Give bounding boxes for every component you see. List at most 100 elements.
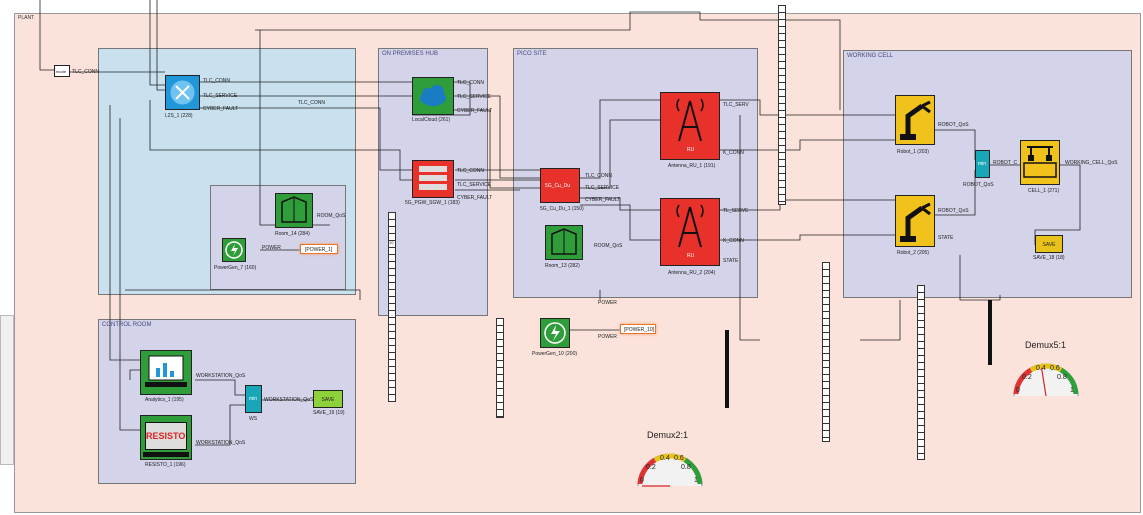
control-room-label: CONTROL ROOM (102, 322, 152, 328)
robot2-port-robot-qos: ROBOT_QoS (938, 208, 969, 214)
bus-column-5[interactable] (917, 285, 925, 460)
gauge-2-tick-5: 1 (1070, 387, 1074, 394)
gauge-1-tick-2: 0.2 (646, 464, 656, 471)
antenna1-block[interactable]: RU (660, 92, 720, 160)
power-icon (225, 241, 243, 259)
bus-column-3[interactable] (778, 5, 786, 205)
ws-port-workstation-qos: WORKSTATION_QoS (264, 397, 314, 403)
gauge-2-tick-0: 0.4 (1036, 365, 1046, 372)
localcloud-port-tlc-service: TLC_SERVICE (457, 94, 492, 100)
robot1-title: Robot_1 (203) (897, 149, 929, 155)
room-icon (551, 228, 577, 255)
power-tag-1[interactable]: [POWER_1] (300, 244, 338, 254)
analytics-block[interactable] (140, 350, 192, 395)
gauge-2-tick-4: 0 (1016, 387, 1020, 394)
gauge-1-tick-1: 0.6 (674, 455, 684, 462)
l2s-out-tlc-conn: TLC_CONN (298, 100, 325, 106)
room14-block[interactable] (275, 193, 313, 228)
localcloud-port-cyber-fault: CYBER_FAULT (457, 108, 493, 114)
l2s-router-block[interactable] (165, 75, 200, 110)
antenna1-title: Antenna_RU_1 (191) (668, 163, 716, 169)
localcloud-port-tlc-conn: TLC_CONN (457, 80, 484, 86)
min-port-robot-c: ROBOT_C (993, 160, 1018, 166)
robot2-port-state: STATE (938, 235, 954, 241)
l2s-port-tlc-service: TLC_SERVICE (203, 93, 238, 99)
powergen7-title: PowerGen_7 (160) (214, 265, 257, 271)
plant-label: PLANT (18, 15, 35, 21)
resisto-keyboard (143, 452, 189, 457)
gauge-2[interactable] (1006, 350, 1086, 402)
pgw-port-tlc-service: TLC_SERVICE (457, 182, 492, 188)
antenna2-port-tl-serve: TL_SERVE (723, 208, 749, 214)
pico-site-label: PICO SITE (517, 51, 547, 57)
room14-title: Room_14 (284) (275, 231, 310, 237)
powergen10-port-power: POWER (598, 300, 617, 306)
gauge-2-tick-2: 0.2 (1022, 374, 1032, 381)
cu-du-block[interactable]: 5G_Cu_Du (540, 168, 580, 203)
antenna2-block[interactable]: RU (660, 198, 720, 266)
pgw-block[interactable] (412, 160, 454, 198)
robot-qos-title: ROBOT_QoS (963, 182, 994, 188)
robot1-block[interactable] (895, 95, 935, 145)
gauge-2-tick-1: 0.6 (1050, 365, 1060, 372)
localcloud-block[interactable] (412, 77, 454, 115)
room13-title: Room_13 (282) (545, 263, 580, 269)
bus-column-2[interactable] (496, 318, 504, 418)
cu-du-port-tlc-conn: TLC_CONN (585, 173, 612, 179)
resisto-screen: RESISTO (145, 422, 187, 450)
save19-block[interactable]: SAVE (313, 390, 343, 408)
ws-min-block[interactable]: min (245, 385, 262, 413)
l2s-port-cyber-fault: CYBER_FAULT (203, 106, 239, 112)
l2s-port-tlc-conn: TLC_CONN (203, 78, 230, 84)
powergen10-port-power-2: POWER (598, 334, 617, 340)
robot2-title: Robot_2 (205) (897, 250, 929, 256)
demux-bar-1[interactable] (725, 330, 729, 408)
power-tag-2[interactable]: [POWER_10] (620, 324, 656, 334)
powergen10-block[interactable] (540, 318, 570, 348)
tlc-conn-in-label: TLC_CONN (72, 69, 99, 75)
pgw-port-tlc-conn: TLC_CONN (457, 168, 484, 174)
pgw-port-cyber-fault: CYBER_FAULT (457, 195, 493, 201)
cell-title: CELL_1 (271) (1028, 188, 1060, 194)
antenna-icon (676, 98, 704, 142)
pgw-title: 5G_PGW_SGW_1 (183) (405, 200, 460, 206)
resisto-block[interactable]: RESISTO (140, 415, 192, 460)
cell-block[interactable] (1020, 140, 1060, 185)
bus-column-1[interactable] (388, 212, 396, 402)
analytics-port-workstation-qos: WORKSTATION_QoS (196, 373, 246, 379)
gauge-1-tick-0: 0.4 (660, 455, 670, 462)
gauge-1-tick-4: 0 (640, 477, 644, 484)
robot2-block[interactable] (895, 195, 935, 247)
bus-column-4[interactable] (822, 262, 830, 442)
save18-block[interactable]: SAVE (1035, 235, 1063, 253)
antenna1-port-tlc-service: TLC_SERV (723, 102, 749, 108)
demux-bar-2[interactable] (988, 300, 992, 365)
powergen7-block[interactable] (222, 238, 246, 262)
power-icon (544, 322, 566, 344)
powergen10-title: PowerGen_10 (200) (532, 351, 578, 357)
on-premises-hub-label: ON PREMISES HUB (382, 51, 439, 57)
gauge-1-tick-5: 1 (694, 477, 698, 484)
resisto-title: RESISTO_1 (196) (145, 462, 186, 468)
bus-label-10: 10 (389, 240, 394, 245)
l2s-title: L2S_1 (228) (165, 113, 193, 119)
gauge-2-tick-3: 0.8 (1057, 374, 1067, 381)
cloud-icon (420, 85, 446, 106)
antenna2-title: Antenna_RU_2 (204) (668, 270, 716, 276)
room13-block[interactable] (545, 225, 583, 260)
min-block[interactable]: min (975, 150, 990, 178)
antenna2-port-state: STATE (723, 258, 739, 264)
working-cell-label: WORKING CELL (847, 53, 894, 59)
antenna1-port-k-conn: K_CONN (723, 150, 744, 156)
antenna2-port-k-conn: K_CONN (723, 238, 744, 244)
mode-block[interactable]: mode (54, 65, 70, 77)
server-icon (419, 166, 447, 190)
robot1-port-robot-qos: ROBOT_QoS (938, 122, 969, 128)
cell-port-working-cell-qos: WORKING_CELL_QoS (1065, 160, 1118, 166)
laptop-chart-icon (145, 355, 187, 387)
gauge-1[interactable] (630, 440, 710, 492)
antenna-icon (676, 204, 704, 248)
resisto-port-workstation-qos: WORKSTATION_QoS (196, 440, 246, 446)
gauge-2-title: Demux5:1 (1025, 340, 1067, 350)
